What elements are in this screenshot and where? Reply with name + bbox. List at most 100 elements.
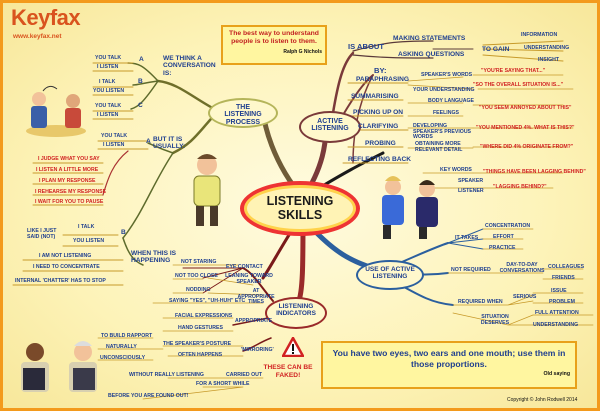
gain-item-2: INSIGHT <box>538 57 560 63</box>
usual-a-item-1: I LISTEN <box>103 142 125 148</box>
short-while: FOR A SHORT WHILE <box>196 381 250 387</box>
active-listening-bubble: ACTIVE LISTENING <box>299 111 361 143</box>
serious: SERIOUS <box>513 294 537 300</box>
usually-label: BUT IT IS USUALLY: <box>153 136 186 151</box>
gain-item-0: INFORMATION <box>521 32 558 38</box>
brand-logo: Keyfax <box>11 5 81 30</box>
two-people-illustration <box>21 79 91 139</box>
process-a: A <box>139 56 144 63</box>
sub-3: FEELINGS <box>433 110 459 116</box>
nodding: NODDING <box>186 287 211 293</box>
usual-a-item-0: YOU TALK <box>101 133 128 139</box>
usual-b-item-0: I TALK <box>78 224 95 230</box>
warning-icon <box>282 337 304 357</box>
technique-2: PICKING UP ON <box>353 109 404 116</box>
hand-gestures: HAND GESTURES <box>178 325 223 331</box>
usual-reason-0: I JUDGE WHAT YOU SAY <box>38 156 100 162</box>
appropriate-times: AT APPROPRIATE TIMES <box>237 288 275 306</box>
sub-8: LISTENER <box>458 188 484 194</box>
naturally: NATURALLY <box>106 344 137 350</box>
usual-b-item-1: YOU LISTEN <box>73 238 105 244</box>
sub-0: SPEAKER'S WORDS <box>421 72 473 78</box>
it-takes: IT TAKES <box>455 235 479 241</box>
example-6: "LAGGING BEHIND?" <box>493 184 547 190</box>
use-active-bubble: USE OF ACTIVE LISTENING <box>356 260 424 290</box>
required-when: REQUIRED WHEN <box>458 299 503 305</box>
about-item-0: MAKING STATEMENTS <box>393 35 466 42</box>
when-item-2: INTERNAL 'CHATTER' HAS TO STOP <box>15 278 106 284</box>
to-gain: TO GAIN <box>482 46 510 53</box>
example-0: "YOU'RE SAYING THAT..." <box>481 68 546 74</box>
c-item-1: I LISTEN <box>97 112 119 118</box>
not-required: NOT REQUIRED <box>451 267 491 273</box>
sub-5: OBTAINING MORE RELEVANT DETAIL <box>415 141 463 153</box>
usual-reason-3: I REHEARSE MY RESPONSE <box>35 189 107 195</box>
situation-deserves: SITUATION DESERVES <box>480 314 510 326</box>
indicators-bubble: LISTENING INDICATORS <box>265 297 327 329</box>
b-item-0: I TALK <box>99 79 116 85</box>
bottom-quote-text: You have two eyes, two ears and one mout… <box>332 348 566 369</box>
when-item-1: I NEED TO CONCENTRATE <box>33 264 100 270</box>
example-1: "SO THE OVERALL SITUATION IS..." <box>473 82 564 88</box>
speakers-posture: THE SPEAKER'S POSTURE <box>163 341 232 347</box>
leaning: LEANING TOWARD SPEAKER <box>225 273 273 285</box>
top-quote-author: Ralph G Nichols <box>283 49 322 56</box>
example-5: "THINGS HAVE BEEN LAGGING BEHIND" <box>483 169 586 175</box>
appropriate-label: APPROPRIATE <box>235 318 273 324</box>
carried-out: CARRIED OUT <box>226 372 263 378</box>
day-item-0: COLLEAGUES <box>548 264 585 270</box>
top-quote-text: The best way to understand people is to … <box>229 30 319 46</box>
c-item-0: YOU TALK <box>95 103 122 109</box>
when-item-0: I AM NOT LISTENING <box>39 253 92 259</box>
example-4: "WHERE DID 4% ORIGINATE FROM?" <box>480 144 574 150</box>
example-3: "YOU MENTIONED 4%. WHAT IS THIS?" <box>476 125 575 131</box>
sub-4: DEVELOPING SPEAKER'S PREVIOUS WORDS <box>413 123 472 141</box>
often-happens: OFTEN HAPPENS <box>178 352 223 358</box>
sub-1: YOUR UNDERSTANDING <box>413 87 475 93</box>
top-quote-box: The best way to understand people is to … <box>221 25 327 65</box>
not-too-close: NOT TOO CLOSE <box>175 273 218 279</box>
sub-7: SPEAKER <box>458 178 484 184</box>
situation-item-0: FULL ATTENTION <box>535 310 579 316</box>
technique-1: SUMMARISING <box>351 93 399 100</box>
takes-2: PRACTICE <box>489 245 516 251</box>
usual-reason-1: I LISTEN A LITTLE MORE <box>36 167 99 173</box>
day-to-day: DAY-TO-DAY CONVERSATIONS <box>499 262 545 274</box>
listening-process-bubble: THE LISTENING PROCESS <box>208 98 278 128</box>
technique-3: CLARIFYING <box>358 123 399 130</box>
saying-yes: SAYING "YES", "UH-HUH" ETC <box>169 298 246 304</box>
when-label: WHEN THIS IS HAPPENING <box>131 250 177 265</box>
two-people-illustration <box>375 171 447 241</box>
serious-item-0: ISSUE <box>551 288 567 294</box>
example-2: "YOU SEEM ANNOYED ABOUT THIS" <box>479 105 572 111</box>
technique-4: PROBING <box>365 140 396 147</box>
without-listening: WITHOUT REALLY LISTENING <box>129 372 204 378</box>
mirroring: 'MIRRORING' <box>241 347 274 353</box>
day-item-1: FRIENDS <box>552 275 575 281</box>
sub-6: KEY WORDS <box>440 167 472 173</box>
copyright: Copyright © John Rodwell 2014 <box>507 397 578 403</box>
not-staring: NOT STARING <box>181 259 217 265</box>
found-out: BEFORE YOU ARE FOUND OUT! <box>108 393 189 399</box>
is-about-label: IS ABOUT <box>348 42 384 51</box>
a-item-0: YOU TALK <box>95 55 122 61</box>
brand-url: www.keyfax.net <box>13 33 62 40</box>
faked-warning: THESE CAN BE FAKED! <box>263 364 313 379</box>
usual-reason-4: I WAIT FOR YOU TO PAUSE <box>35 199 104 205</box>
usual-reason-2: I PLAN MY RESPONSE <box>39 178 96 184</box>
center-title: LISTENING SKILLS <box>266 193 334 222</box>
technique-0: PARAPHRASING <box>356 76 409 83</box>
unconsciously: UNCONSCIOUSLY <box>100 355 146 361</box>
facial-expressions: FACIAL EXPRESSIONS <box>175 313 233 319</box>
takes-1: EFFORT <box>493 234 514 240</box>
think-label: WE THINK A CONVERSATION IS: <box>163 55 216 77</box>
usual-b: B <box>121 229 126 236</box>
gain-item-1: UNDERSTANDING <box>524 45 570 51</box>
a-item-1: I LISTEN <box>97 64 119 70</box>
two-people-illustration <box>181 151 231 229</box>
usual-a: A <box>146 138 151 145</box>
build-rapport: TO BUILD RAPPORT <box>101 333 153 339</box>
two-people-illustration <box>17 328 101 402</box>
serious-item-1: PROBLEM <box>549 299 575 305</box>
